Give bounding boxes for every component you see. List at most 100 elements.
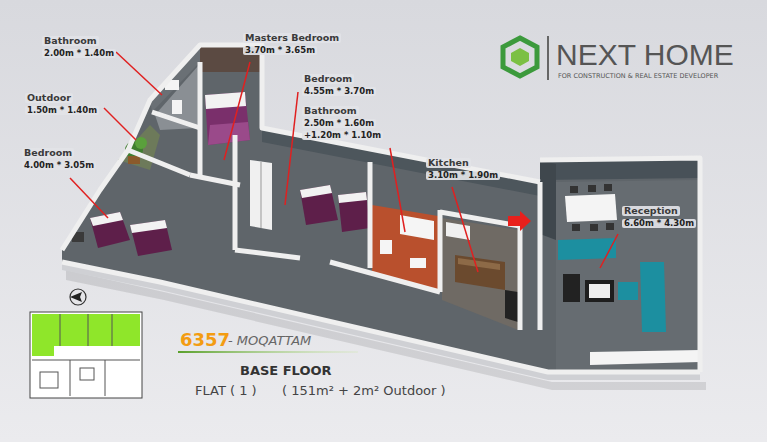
furniture	[505, 290, 518, 322]
key-plan	[30, 312, 142, 398]
walls	[540, 158, 700, 372]
flat-area: ( 151m² + 2m² Outdoor )	[282, 384, 446, 398]
leader-line	[104, 108, 136, 140]
furniture	[585, 280, 614, 302]
furniture	[565, 194, 617, 222]
room-dimensions: 3.70m * 3.65m	[243, 46, 317, 55]
furniture	[90, 212, 123, 226]
leader-line	[70, 178, 108, 218]
room-dimensions: 6.60m * 4.30m	[622, 219, 696, 228]
furniture	[128, 156, 140, 164]
walls	[538, 182, 543, 330]
furniture	[570, 186, 578, 193]
walls	[438, 210, 443, 292]
key-plan	[30, 312, 142, 398]
room-name: Masters Bedroom	[243, 33, 341, 43]
compass-icon	[70, 289, 86, 305]
room-dimensions: +1.20m * 1.10m	[302, 131, 383, 140]
floor-slab	[62, 45, 700, 380]
furniture	[590, 350, 700, 365]
key-plan	[32, 360, 140, 361]
room-name: Outdoor	[25, 93, 73, 103]
room-floors	[556, 180, 698, 370]
furniture	[300, 185, 338, 225]
room-dimensions: 4.55m * 3.70m	[302, 87, 376, 96]
accent-underline	[178, 351, 358, 353]
floor-slab	[62, 45, 700, 372]
leader-line	[116, 52, 162, 95]
key-plan	[80, 368, 94, 380]
room-dimensions: 2.50m * 1.60m	[302, 119, 376, 128]
room-floors	[442, 218, 518, 330]
leader-line	[390, 148, 405, 232]
logo-mark	[503, 36, 548, 80]
back-walls	[262, 128, 540, 196]
furniture	[172, 100, 182, 114]
walls	[235, 250, 300, 258]
key-plan	[32, 314, 140, 346]
key-plan	[60, 314, 61, 346]
furniture	[606, 223, 614, 230]
walls	[330, 262, 440, 292]
key-plan	[32, 346, 54, 356]
key-plan	[70, 360, 71, 396]
furniture	[250, 160, 272, 230]
logo-mark	[547, 36, 549, 80]
brand-name: NEXT HOME	[556, 38, 734, 71]
room-dimensions: 1.50m * 1.40m	[25, 106, 99, 115]
furniture	[205, 92, 250, 145]
leader-line	[70, 52, 618, 272]
leader-line	[600, 234, 618, 268]
room-name: Bedroom	[302, 74, 354, 84]
room-dimensions: 3.10m * 1.90m	[426, 171, 500, 180]
room-floors	[118, 66, 698, 370]
furniture	[618, 282, 638, 300]
walls	[368, 162, 373, 268]
flat-number: FLAT ( 1 )	[195, 384, 257, 398]
furniture	[446, 222, 470, 240]
walls	[62, 262, 700, 372]
furniture	[130, 220, 172, 256]
key-plan	[105, 360, 106, 396]
leader-line	[285, 92, 298, 205]
key-plan	[40, 372, 58, 388]
furniture	[90, 212, 130, 248]
walls	[198, 62, 203, 175]
room-dimensions: 4.00m * 3.05m	[22, 161, 96, 170]
compass-icon	[70, 289, 86, 305]
accent-underline	[178, 351, 358, 353]
room-name: Bedroom	[22, 148, 74, 158]
project-location: - MOQATTAM	[228, 334, 311, 348]
room-name: Reception	[622, 206, 680, 216]
furniture	[458, 258, 500, 270]
walls	[233, 135, 238, 250]
room-floors	[118, 125, 160, 170]
floor-name: BASE FLOOR	[240, 364, 332, 378]
room-name: Bathroom	[42, 36, 99, 46]
furniture	[300, 185, 332, 198]
logo-mark	[511, 48, 529, 66]
furniture	[455, 255, 505, 290]
furniture	[410, 258, 426, 268]
room-name: Bathroom	[302, 106, 359, 116]
room-dimensions: 2.00m * 1.40m	[42, 49, 116, 58]
furniture	[604, 184, 612, 191]
key-plan	[32, 314, 140, 396]
furniture	[338, 192, 367, 203]
key-plan	[112, 314, 113, 346]
furniture	[588, 185, 596, 192]
furniture	[589, 284, 610, 298]
compass-icon	[70, 292, 82, 302]
logo-mark	[503, 38, 537, 76]
furniture	[558, 238, 616, 260]
brand-tagline: FOR CONSTRUCTION & REAL ESTATE DEVELOPER	[558, 73, 718, 80]
furniture	[640, 262, 666, 332]
project-number: 6357	[180, 330, 230, 350]
furniture	[400, 215, 434, 240]
furniture	[72, 80, 700, 365]
room-name: Kitchen	[426, 158, 471, 168]
furniture	[572, 224, 580, 231]
